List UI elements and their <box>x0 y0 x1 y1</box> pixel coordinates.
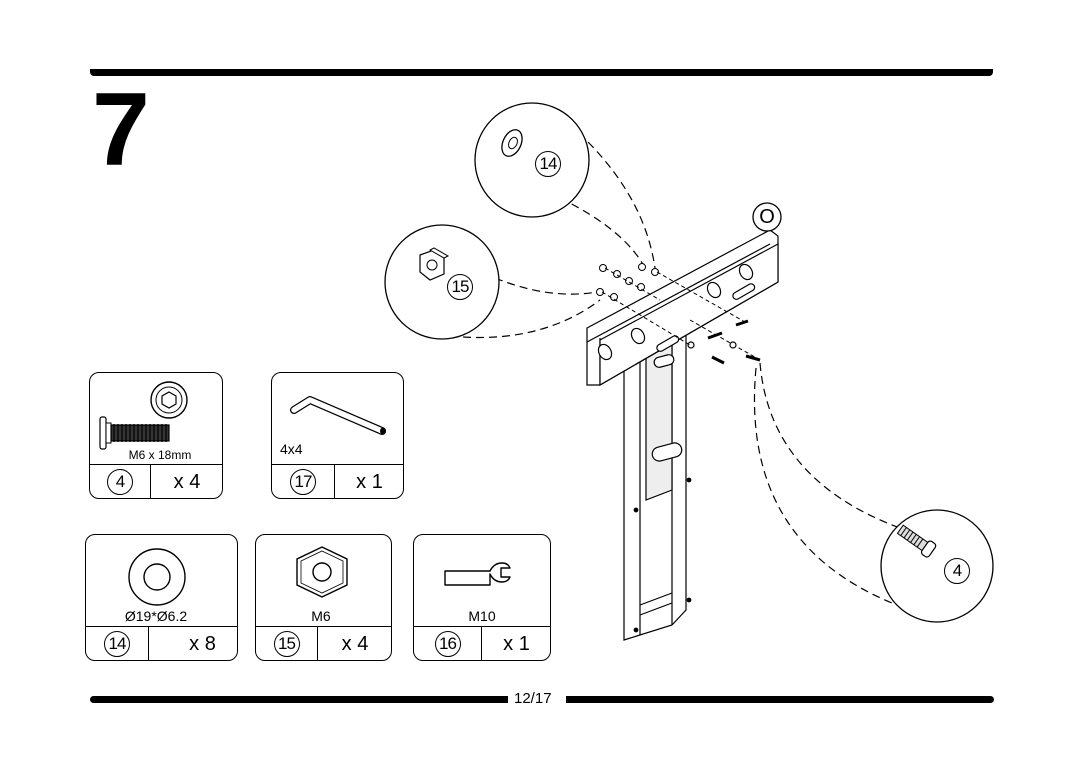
part-card-washer: Ø19*Ø6.2 14 x 8 <box>85 534 238 661</box>
part-quantity: x 4 <box>341 633 369 655</box>
divider <box>86 626 237 627</box>
part-card-bolt: M6 x 18mm 4 x 4 <box>89 372 223 499</box>
divider <box>150 464 151 498</box>
part-spec: M6 x 18mm <box>128 448 192 462</box>
part-spec: Ø19*Ø6.2 <box>124 608 188 624</box>
divider <box>272 464 403 465</box>
screws <box>707 319 761 365</box>
hex-socket-bolt-icon <box>99 381 188 450</box>
part-card-nut: M6 15 x 4 <box>255 534 392 661</box>
bottom-rule-left <box>90 696 508 703</box>
part-quantity: x 1 <box>503 633 530 655</box>
divider <box>256 626 391 627</box>
vertical-column <box>623 329 692 641</box>
step-number: 7 <box>92 72 150 188</box>
washer-callout-label: 14 <box>535 151 561 177</box>
divider <box>414 626 550 627</box>
bracket-label <box>752 202 782 232</box>
part-spec: M6 <box>311 608 331 624</box>
part-id: 15 <box>256 631 317 657</box>
divider <box>481 626 482 660</box>
part-id: 14 <box>86 631 148 657</box>
washer-leader-lines <box>559 141 656 269</box>
bottom-rule-right <box>566 696 994 703</box>
part-id: 4 <box>90 469 150 495</box>
divider <box>90 464 222 465</box>
divider <box>148 626 149 660</box>
part-card-wrench: M10 16 x 1 <box>413 534 551 661</box>
top-rule <box>90 69 993 76</box>
part-quantity: x 4 <box>173 471 201 493</box>
nut-callout-label: 15 <box>447 274 473 300</box>
washer-callout <box>474 102 590 218</box>
hex-nut-icon <box>296 546 348 598</box>
nut-callout <box>384 224 500 340</box>
bolt-callout <box>880 509 994 623</box>
wrench-icon <box>444 562 511 586</box>
bolt-leader-lines <box>753 362 901 604</box>
part-card-allen-key: 4x4 17 x 1 <box>271 372 404 499</box>
page-number: 12/17 <box>512 690 554 707</box>
part-spec: M10 <box>468 608 496 624</box>
bracket-label-text: O <box>759 206 775 228</box>
allen-key-icon <box>290 396 386 435</box>
alignment-dashes <box>601 267 761 361</box>
washer-icon <box>128 548 186 606</box>
part-id: 17 <box>272 469 334 495</box>
divider <box>334 464 335 498</box>
part-quantity: x 8 <box>189 633 216 655</box>
fastener-row <box>596 263 659 301</box>
bolt-callout-label: 4 <box>944 558 970 584</box>
part-id: 16 <box>414 631 481 657</box>
nut-leader-lines <box>449 277 601 339</box>
part-quantity: x 1 <box>356 471 383 493</box>
part-spec: 4x4 <box>280 441 303 457</box>
divider <box>317 626 318 660</box>
